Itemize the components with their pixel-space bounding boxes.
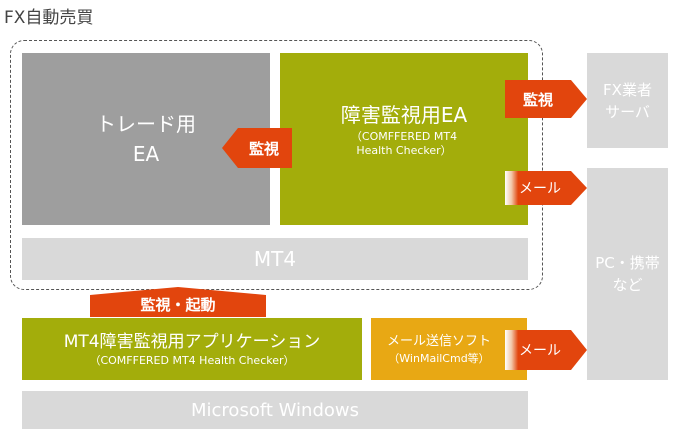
mail-soft-label: メール送信ソフト [386,334,491,349]
monitor-app-sub: （COMFFERED MT4 Health Checker） [89,354,295,367]
monitor-to-trade-arrow [222,128,292,168]
monitor-launch-label: 監視・起動 [140,295,216,314]
pc-mobile-label-1: PC・携帯 [595,254,660,272]
diagram-title: FX自動売買 [4,8,94,28]
pc-mobile-box: PC・携帯 など [587,168,668,380]
windows-bar: Microsoft Windows [22,391,528,429]
monitor-to-server-arrow [505,80,587,118]
trade-ea-label-1: トレード用 [96,112,196,136]
pc-mobile-label-2: など [612,276,643,294]
monitor-to-server-label: 監視 [522,90,553,109]
trade-ea-box: トレード用 EA [22,53,270,225]
mail-upper-label: メール [519,181,561,197]
mail-lower-label: メール [519,343,561,359]
monitor-to-trade-label: 監視 [248,139,279,158]
monitor-ea-sub-2: Health Checker） [356,144,452,157]
mail-lower-arrow [505,330,587,370]
trade-ea-label-2: EA [132,142,160,166]
mail-soft-box: メール送信ソフト （WinMailCmd等） [371,318,527,380]
fx-server-box: FX業者 サーバ [587,53,668,148]
monitor-ea-sub-1: （COMFFERED MT4 [350,130,458,143]
fx-auto-trading-boundary [10,40,543,290]
fx-server-label-1: FX業者 [603,80,652,99]
monitor-launch-arrow [90,287,266,317]
monitor-ea-label: 障害監視用EA [340,103,468,127]
monitor-ea-box: 障害監視用EA （COMFFERED MT4 Health Checker） [280,53,528,225]
mail-upper-arrow [505,171,587,205]
mail-soft-sub: （WinMailCmd等） [388,352,490,365]
mt4-bar: MT4 [22,238,528,280]
monitor-app-box: MT4障害監視用アプリケーション （COMFFERED MT4 Health C… [22,318,362,380]
monitor-app-label: MT4障害監視用アプリケーション [63,332,321,352]
fx-server-label-2: サーバ [605,102,650,121]
